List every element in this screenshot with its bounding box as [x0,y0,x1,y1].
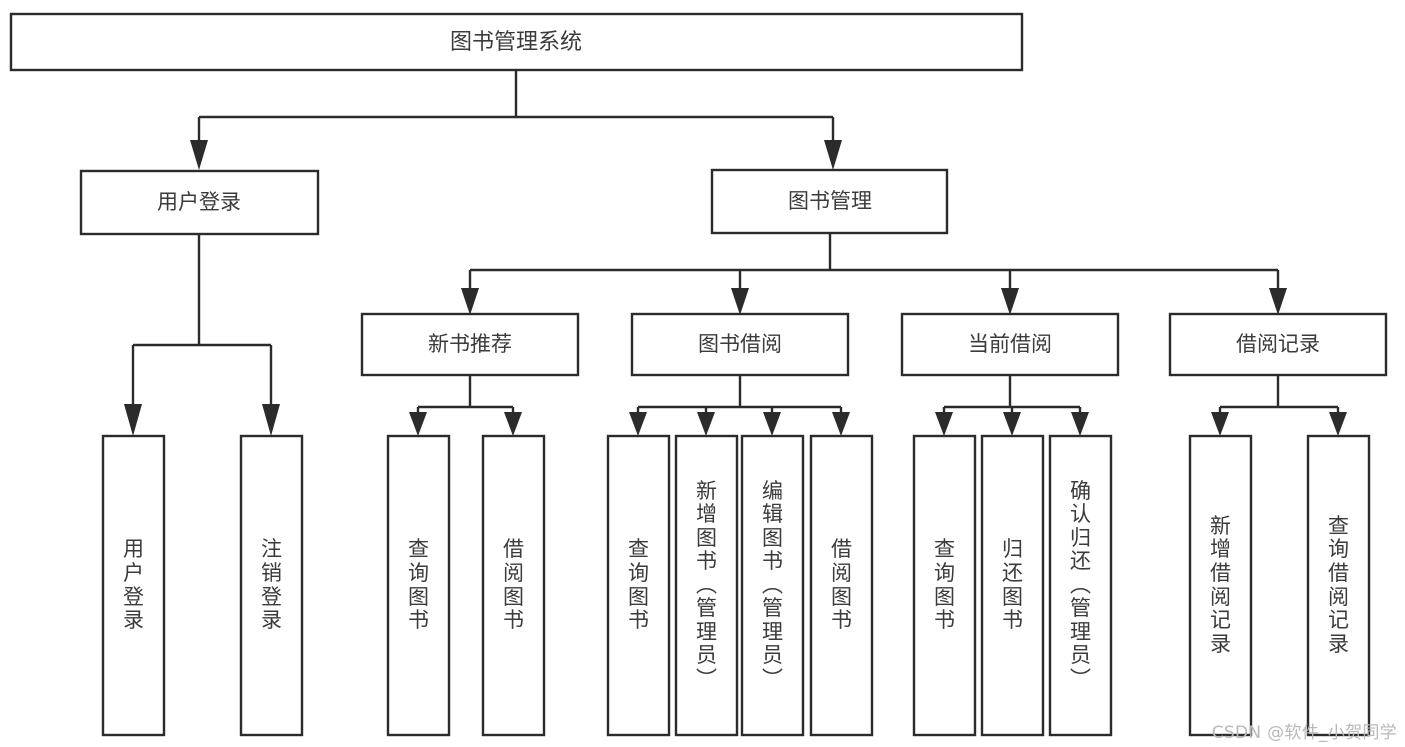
leaf-box-borrow-book-newrec[interactable] [481,434,546,737]
leaf-box-query-book-current[interactable] [912,434,977,737]
leaf-box-user-login[interactable] [101,434,166,737]
node-current-borrow[interactable]: 当前借阅 [900,312,1120,377]
connector-bookborrow-to-leaves [629,375,850,436]
node-user-login-label: 用户登录 [157,190,241,214]
arrow-head-icon [824,140,842,170]
node-book-borrow[interactable]: 图书借阅 [630,312,850,377]
arrow-head-icon [935,412,953,436]
leaf-box-logout-login[interactable] [239,434,304,737]
connector-newbook-to-leaves [409,375,522,436]
arrow-head-icon [731,288,749,315]
arrow-head-icon [124,404,142,436]
leaf-box-add-book-admin[interactable] [674,434,739,737]
arrow-head-icon [697,412,715,436]
node-current-borrow-label: 当前借阅 [968,332,1052,356]
leaf-box-query-book-newrec[interactable] [386,434,451,737]
arrow-head-icon [832,412,850,436]
arrow-head-icon [262,404,280,436]
leaf-box-borrow-book[interactable] [809,434,874,737]
arrow-head-icon [1211,412,1229,436]
node-borrow-record[interactable]: 借阅记录 [1168,312,1388,377]
arrow-head-icon [504,412,522,436]
arrow-head-icon [1003,412,1021,436]
arrow-head-icon [629,412,647,436]
node-book-management[interactable]: 图书管理 [710,168,949,235]
connector-bookmgmt-to-level2 [461,233,1287,315]
node-root-book-management-system[interactable]: 图书管理系统 [9,12,1024,72]
node-root-label: 图书管理系统 [450,30,582,55]
arrow-head-icon [190,140,208,170]
node-user-login[interactable]: 用户登录 [79,169,320,236]
arrow-head-icon [1269,288,1287,315]
node-book-management-label: 图书管理 [788,189,872,213]
connector-currentborrow-to-leaves [935,375,1089,436]
leaf-box-query-borrow-record[interactable] [1306,434,1371,737]
arrow-head-icon [461,288,479,315]
arrow-head-icon [1001,288,1019,315]
connector-root-to-level1 [190,70,842,170]
node-new-book-recommend-label: 新书推荐 [428,332,512,356]
leaf-box-query-book-borrow[interactable] [606,434,671,737]
watermark: CSDN @软件_小贺同学 [1211,723,1397,743]
node-new-book-recommend[interactable]: 新书推荐 [360,312,580,377]
arrow-head-icon [409,412,427,436]
connector-borrowrecord-to-leaves [1211,375,1347,436]
arrow-head-icon [1071,412,1089,436]
leaf-box-confirm-return-admin[interactable] [1048,434,1113,737]
connector-userlogin-to-leaves [124,234,280,436]
leaf-box-return-book[interactable] [980,434,1045,737]
leaf-box-add-borrow-record[interactable] [1188,434,1253,737]
node-book-borrow-label: 图书借阅 [698,332,782,356]
arrow-head-icon [1329,412,1347,436]
node-borrow-record-label: 借阅记录 [1236,332,1320,356]
arrow-head-icon [763,412,781,436]
leaf-box-edit-book-admin[interactable] [740,434,805,737]
